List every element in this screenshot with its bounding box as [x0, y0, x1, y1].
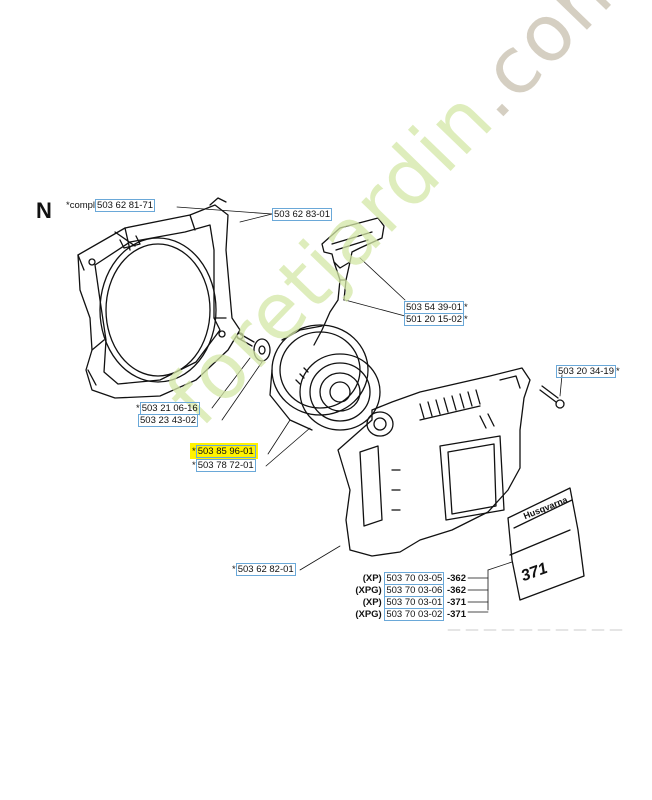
compl-prefix: *compl — [66, 200, 96, 211]
decal-part — [507, 487, 585, 601]
asterisk-note: * — [192, 446, 196, 457]
decal-row: (XPG) 503 70 03-02 -371 — [340, 608, 466, 621]
asterisk-note: * — [232, 564, 236, 575]
starter-housing-part — [337, 367, 531, 557]
part-number-link[interactable]: 503 23 43-02 — [138, 414, 198, 427]
decal-row: (XP) 503 70 03-01 -371 — [340, 596, 466, 609]
handle-label: 503 54 39-01* — [404, 301, 468, 314]
part-number-link[interactable]: 503 70 03-05 — [384, 572, 445, 585]
cover-frame-part — [77, 197, 241, 399]
part-number-link[interactable]: 503 21 06-16 — [139, 402, 200, 415]
part-number-link[interactable]: 501 20 15-02 — [404, 313, 464, 326]
spring-label: *503 78 72-01 — [192, 459, 256, 472]
asterisk-note: * — [616, 366, 620, 377]
model-label: -362 — [446, 573, 466, 584]
part-number-link[interactable]: 503 78 72-01 — [195, 459, 256, 472]
model-label: -371 — [446, 609, 466, 620]
washer-label: 503 23 43-02 — [138, 414, 198, 427]
model-label: -371 — [446, 597, 466, 608]
part-number-link[interactable]: 503 62 83-01 — [272, 208, 332, 221]
starter-handle-part — [313, 217, 385, 346]
model-label: -362 — [446, 585, 466, 596]
asterisk-note: * — [192, 460, 196, 471]
cover-label: 503 62 83-01 — [272, 208, 332, 221]
section-letter: N — [36, 198, 52, 223]
starter-pulley-part — [269, 324, 381, 431]
asterisk-note: * — [464, 302, 468, 313]
variant-label: (XPG) — [355, 585, 382, 596]
asterisk-note: * — [464, 314, 468, 325]
part-number-link[interactable]: 503 62 81-71 — [95, 199, 156, 212]
pulley-label: *503 85 96-01 — [190, 443, 258, 459]
part-number-link[interactable]: 503 70 03-02 — [384, 608, 445, 621]
part-number-link[interactable]: 503 20 34-19 — [556, 365, 616, 378]
screw-left-label: *503 21 06-16 — [136, 402, 200, 415]
asterisk-note: * — [136, 403, 140, 414]
screw-right-part — [539, 385, 565, 409]
part-number-link[interactable]: 503 62 82-01 — [235, 563, 296, 576]
part-number-link[interactable]: 503 70 03-06 — [384, 584, 445, 597]
decal-part-list: (XP) 503 70 03-05 -362 (XPG) 503 70 03-0… — [340, 572, 466, 621]
screw-right-label: 503 20 34-19* — [556, 365, 620, 378]
part-number-link[interactable]: 503 54 39-01 — [404, 301, 464, 314]
variant-label: (XPG) — [355, 609, 382, 620]
decal-row: (XPG) 503 70 03-06 -362 — [340, 584, 466, 597]
part-number-link[interactable]: 503 70 03-01 — [384, 596, 445, 609]
housing-label: *503 62 82-01 — [232, 563, 296, 576]
decal-row: (XP) 503 70 03-05 -362 — [340, 572, 466, 585]
variant-label: (XP) — [362, 573, 382, 584]
rope-label: 501 20 15-02* — [404, 313, 468, 326]
washer-screw-left-part — [236, 332, 271, 362]
part-number-link-highlighted[interactable]: 503 85 96-01 — [195, 445, 256, 458]
variant-label: (XP) — [362, 597, 382, 608]
